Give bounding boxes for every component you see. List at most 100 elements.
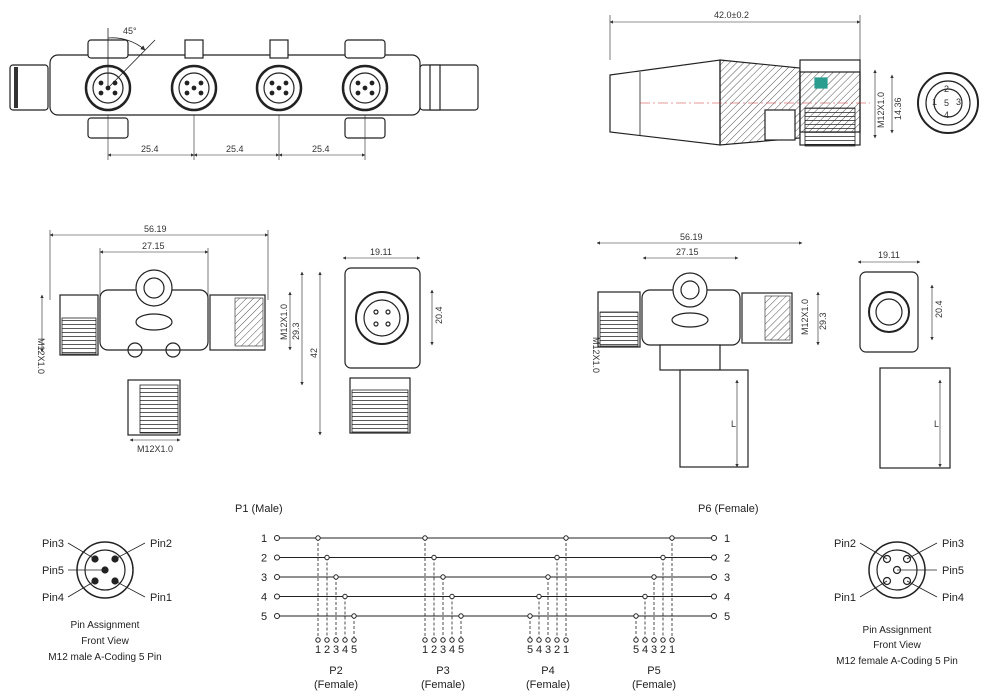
port-P5-pin-number: 4 <box>642 644 648 656</box>
port-P3-junction-1 <box>422 535 428 541</box>
bus-right-number: 1 <box>724 533 730 545</box>
dim-cable-right-thread: M12X1.0 <box>800 299 810 335</box>
bus-terminal-right-1 <box>711 535 717 541</box>
port-P3-terminal-1 <box>422 637 428 643</box>
male-caption-2: Front View <box>81 636 129 647</box>
dim-bottom-thread: M12X1.0 <box>137 444 173 454</box>
bus-terminal-right-5 <box>711 613 717 619</box>
bus-left-number: 3 <box>261 572 267 584</box>
port-P4-pin-number: 3 <box>545 644 551 656</box>
bus-terminal-left-2 <box>274 554 280 561</box>
dim-cable-length: L <box>731 419 736 429</box>
cross-section-pin-numbers: 1 2 3 4 5 <box>932 84 961 120</box>
dim-cable-left-thread: M12X1.0 <box>591 337 601 373</box>
port-P3-junction-4 <box>449 593 455 600</box>
port-P2-junction-4 <box>342 593 348 600</box>
bus-left-number: 1 <box>261 533 267 545</box>
port-P3-pin-number: 3 <box>440 644 446 656</box>
port-P3-pin-number: 1 <box>422 644 428 656</box>
bus-left-number: 5 <box>261 611 267 623</box>
dim-width: 56.19 <box>144 224 167 234</box>
bus-terminal-left-3 <box>274 574 280 580</box>
dim-total-length: 42.0±0.2 <box>714 10 749 20</box>
svg-text:2: 2 <box>944 84 949 94</box>
port-P4-subtitle: (Female) <box>526 679 570 691</box>
female-pin4-label: Pin4 <box>942 592 964 604</box>
svg-text:4: 4 <box>944 110 949 120</box>
female-caption-2: Front View <box>873 640 921 651</box>
port-P4-terminal-3 <box>545 637 551 643</box>
port-P3-terminal-5 <box>458 637 464 643</box>
t-connector-side-view <box>342 256 434 434</box>
male-caption-1: Pin Assignment <box>71 620 140 631</box>
port-P5-pin-number: 3 <box>651 644 657 656</box>
dim-inner-width: 27.15 <box>142 241 165 251</box>
dim-side-height: 20.4 <box>434 306 444 324</box>
port-P2-terminal-2 <box>324 637 330 643</box>
port-P5-pin-number: 5 <box>633 644 639 656</box>
dim-pitch-1: 25.4 <box>141 144 159 154</box>
male-caption-3: M12 male A-Coding 5 Pin <box>48 652 161 663</box>
port-P5-pin-number: 2 <box>660 644 666 656</box>
dim-cable-side-height: 20.4 <box>934 300 944 318</box>
port-P5-pin-number: 1 <box>669 644 675 656</box>
bus-right-number: 3 <box>724 572 730 584</box>
port-P4-junction-4 <box>536 593 542 600</box>
bus-terminal-left-1 <box>274 535 280 541</box>
dim-cable-height: 29.3 <box>818 312 828 330</box>
female-pin1-label: Pin1 <box>834 592 856 604</box>
dim-thread: M12X1.0 <box>876 92 886 128</box>
port-P5-junction-1 <box>669 535 675 541</box>
port-P2-pin-number: 2 <box>324 644 330 656</box>
bus-right-number: 2 <box>724 553 730 565</box>
cable-version-side-view <box>857 260 951 469</box>
port-P4-name: P4 <box>541 665 554 677</box>
dim-left-thread: M12X1.0 <box>36 338 46 374</box>
port-4-top <box>341 39 389 139</box>
female-pin2-label: Pin2 <box>834 538 856 550</box>
port-P4-terminal-5 <box>527 637 533 643</box>
port-P4-terminal-1 <box>563 637 569 643</box>
port-P2-terminal-1 <box>315 637 321 643</box>
port-P3-terminal-2 <box>431 637 437 643</box>
port-P5-name: P5 <box>647 665 660 677</box>
port-P2-pin-number: 5 <box>351 644 357 656</box>
bus-right-number: 4 <box>724 592 730 604</box>
port-P2-terminal-3 <box>333 637 339 643</box>
port-P3-pin-number: 5 <box>458 644 464 656</box>
p6-label: P6 (Female) <box>698 503 759 515</box>
port-P5-terminal-5 <box>633 637 639 643</box>
male-pin4-label: Pin4 <box>42 592 64 604</box>
male-pin1-label: Pin1 <box>150 592 172 604</box>
dim-pitch-2: 25.4 <box>226 144 244 154</box>
svg-text:3: 3 <box>956 97 961 107</box>
port-P2-junction-5 <box>351 613 357 619</box>
bus-terminal-right-3 <box>711 574 717 580</box>
port-2-top <box>170 39 218 112</box>
port-P3-junction-2 <box>431 554 437 561</box>
port-P2-subtitle: (Female) <box>314 679 358 691</box>
port-P2-junction-2 <box>324 554 330 561</box>
port-P4-terminal-4 <box>536 637 542 643</box>
port-P3-junction-3 <box>440 574 446 580</box>
port-P2-terminal-4 <box>342 637 348 643</box>
port-P5-junction-3 <box>651 574 657 580</box>
male-pin3-label: Pin3 <box>42 538 64 550</box>
female-pin3-label: Pin3 <box>942 538 964 550</box>
port-P5-subtitle: (Female) <box>632 679 676 691</box>
dim-pitch-3: 25.4 <box>312 144 330 154</box>
port-P4-pin-number: 2 <box>554 644 560 656</box>
port-P5-terminal-1 <box>669 637 675 643</box>
female-pin-assignment <box>859 541 938 599</box>
male-pin2-label: Pin2 <box>150 538 172 550</box>
bus-terminal-right-2 <box>711 554 717 561</box>
port-P2-terminal-5 <box>351 637 357 643</box>
port-P4-pin-number: 5 <box>527 644 533 656</box>
dim-cable-inner-width: 27.15 <box>676 247 699 257</box>
port-P5-terminal-2 <box>660 637 666 643</box>
dim-height: 42 <box>309 348 319 358</box>
male-pin5-label: Pin5 <box>42 565 64 577</box>
cross-section-view <box>609 15 979 147</box>
